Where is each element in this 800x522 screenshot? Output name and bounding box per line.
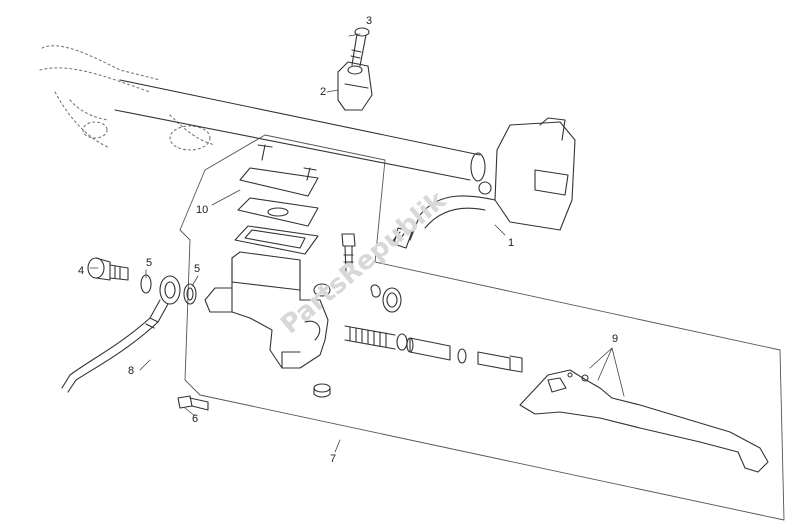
callout-5-right: 5 (194, 263, 200, 275)
callout-8: 8 (128, 365, 134, 377)
callout-6: 6 (192, 413, 198, 425)
callout-3: 3 (366, 15, 372, 27)
pivot-bolt (341, 233, 356, 273)
assembly-outline (179, 134, 785, 521)
part-2-clamp (337, 61, 373, 111)
leader-lines (89, 33, 625, 453)
circlip-and-boot (370, 284, 402, 313)
part-5-washer-right (183, 283, 197, 305)
handlebar-tube (114, 79, 486, 182)
callout-5-left: 5 (146, 257, 152, 269)
callout-1: 1 (508, 237, 514, 249)
part-8-brake-hose (61, 275, 181, 393)
callout-4: 4 (78, 265, 84, 277)
watermark-text: PartsRepublik (275, 185, 452, 340)
part-6-bleeder (177, 395, 209, 411)
callout-9: 9 (612, 333, 618, 345)
handlebar-frame-dotted (39, 45, 216, 151)
master-cylinder-body (204, 251, 331, 369)
callout-10: 10 (196, 204, 208, 216)
part-1-switch-housing (391, 117, 576, 249)
adjuster-pin (477, 351, 523, 373)
piston-spring-assembly (344, 325, 467, 364)
part-10-reservoir-cover (234, 144, 319, 255)
callout-7: 7 (330, 453, 336, 465)
part-3-screw (350, 27, 370, 67)
part-4-banjo-bolt (87, 257, 129, 281)
rubber-plug (313, 383, 331, 398)
callout-2: 2 (320, 86, 326, 98)
part-9-brake-lever (519, 369, 769, 473)
